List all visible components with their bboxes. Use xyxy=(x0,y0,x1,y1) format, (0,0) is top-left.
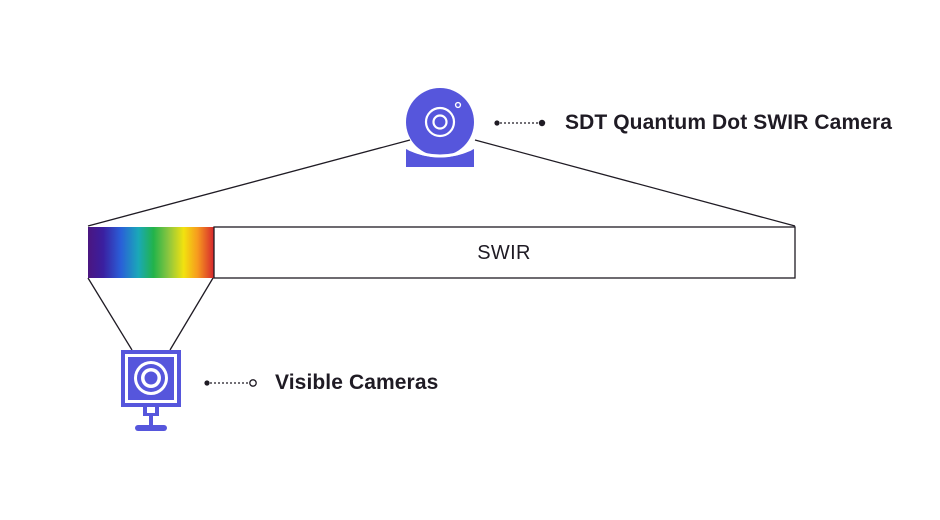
swir-band-box xyxy=(213,226,796,279)
swir-fov-right-line xyxy=(474,139,796,227)
swir-fov-left-line xyxy=(87,139,411,227)
dome-camera-icon xyxy=(406,88,474,167)
visible-camera-connector xyxy=(204,379,257,387)
swir-camera-label: SDT Quantum Dot SWIR Camera xyxy=(565,111,893,134)
square-camera-icon xyxy=(121,350,181,431)
visible-fov-left-line xyxy=(87,277,133,351)
visible-spectrum-bar xyxy=(88,227,214,278)
swir-band-label: SWIR xyxy=(477,242,531,264)
swir-camera-connector xyxy=(494,119,546,127)
visible-camera-label: Visible Cameras xyxy=(275,371,439,394)
visible-fov-right-line xyxy=(169,277,214,351)
